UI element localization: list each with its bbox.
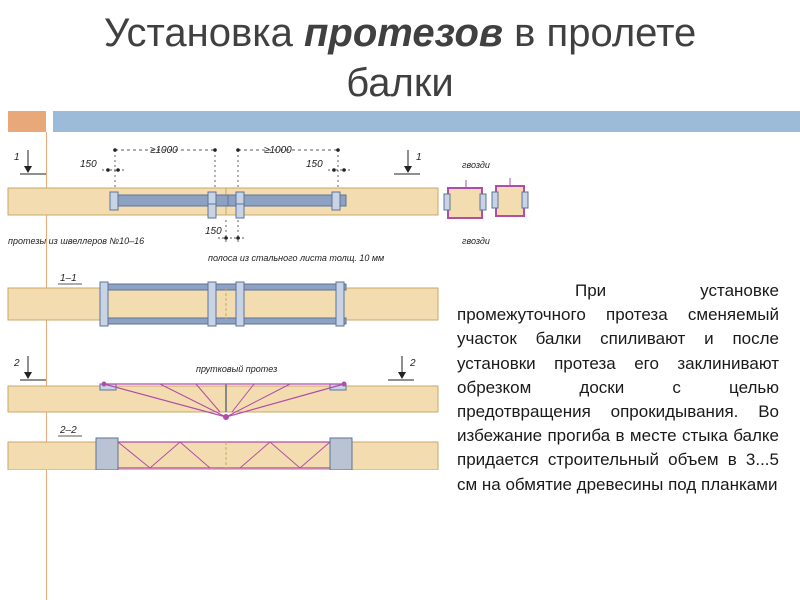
channel-right bbox=[227, 194, 347, 207]
clamp bbox=[109, 191, 119, 211]
beam-2 bbox=[7, 385, 439, 413]
section-1-1-label: 1–1 bbox=[60, 273, 77, 284]
left-rule bbox=[46, 132, 47, 600]
section-1-1: 1–1 bbox=[7, 273, 439, 327]
end-plate-right bbox=[329, 437, 353, 470]
dim-label-1000-right: ≥1000 bbox=[264, 145, 292, 156]
accent-bar bbox=[8, 111, 46, 132]
bolt bbox=[99, 281, 109, 327]
nail-cross-sections bbox=[443, 178, 529, 219]
end-plate-left bbox=[95, 437, 119, 470]
strip-top bbox=[99, 283, 347, 291]
cross-section-a bbox=[447, 187, 483, 219]
beam-2-2 bbox=[7, 441, 439, 470]
bolt bbox=[235, 281, 245, 327]
title-emphasis: протезов bbox=[304, 11, 504, 55]
bolt bbox=[335, 281, 345, 327]
section-arrow-head bbox=[24, 166, 32, 173]
title-part1: Установка bbox=[103, 11, 304, 55]
clamp bbox=[207, 203, 217, 219]
section-mark-2-right: 2 bbox=[409, 358, 416, 369]
title-underline-bar bbox=[53, 111, 800, 132]
dim-label-150-right: 150 bbox=[306, 159, 323, 170]
nails-label-top: гвозди bbox=[462, 160, 490, 170]
beam-1-1 bbox=[7, 287, 439, 321]
dim-label-150-left: 150 bbox=[80, 159, 97, 170]
nails-label-bottom: гвозди bbox=[462, 236, 490, 246]
title-line2: балки bbox=[346, 61, 454, 105]
section-2-2: 2–2 bbox=[7, 425, 439, 470]
section-mark-2-left: 2 bbox=[13, 358, 20, 369]
clamp bbox=[331, 191, 341, 211]
description-paragraph: При установке промежуточного протеза сме… bbox=[457, 279, 779, 497]
beam-prosthesis-diagram: ≥1000 ≥1000 150 150 1 1 150 протезы из ш… bbox=[7, 145, 439, 470]
cross-section-b bbox=[495, 185, 525, 217]
label-channels: протезы из швеллеров №10–16 bbox=[8, 236, 144, 246]
section-mark-right: 1 bbox=[416, 152, 422, 163]
section-mark-left: 1 bbox=[14, 152, 20, 163]
section-2-2-label: 2–2 bbox=[59, 425, 77, 436]
top-view: ≥1000 ≥1000 150 150 1 1 150 протезы из ш… bbox=[7, 145, 439, 263]
slide-title: Установка протезов в пролете балки bbox=[0, 8, 800, 108]
bolt bbox=[207, 281, 217, 327]
bar-gap bbox=[48, 111, 51, 132]
label-rod: прутковый протез bbox=[196, 364, 277, 374]
clamp bbox=[235, 203, 245, 219]
rod-view: 2 2 прутковый протез bbox=[7, 356, 439, 420]
dim-label-1000-left: ≥1000 bbox=[150, 145, 178, 156]
dim-label-150-bottom: 150 bbox=[205, 226, 222, 237]
label-strip: полоса из стального листа толщ. 10 мм bbox=[208, 253, 384, 263]
section-arrow-head bbox=[404, 166, 412, 173]
title-part2: в пролете bbox=[503, 11, 697, 55]
paragraph-text: При установке промежуточного протеза сме… bbox=[457, 281, 779, 494]
strip-bottom bbox=[99, 317, 347, 325]
